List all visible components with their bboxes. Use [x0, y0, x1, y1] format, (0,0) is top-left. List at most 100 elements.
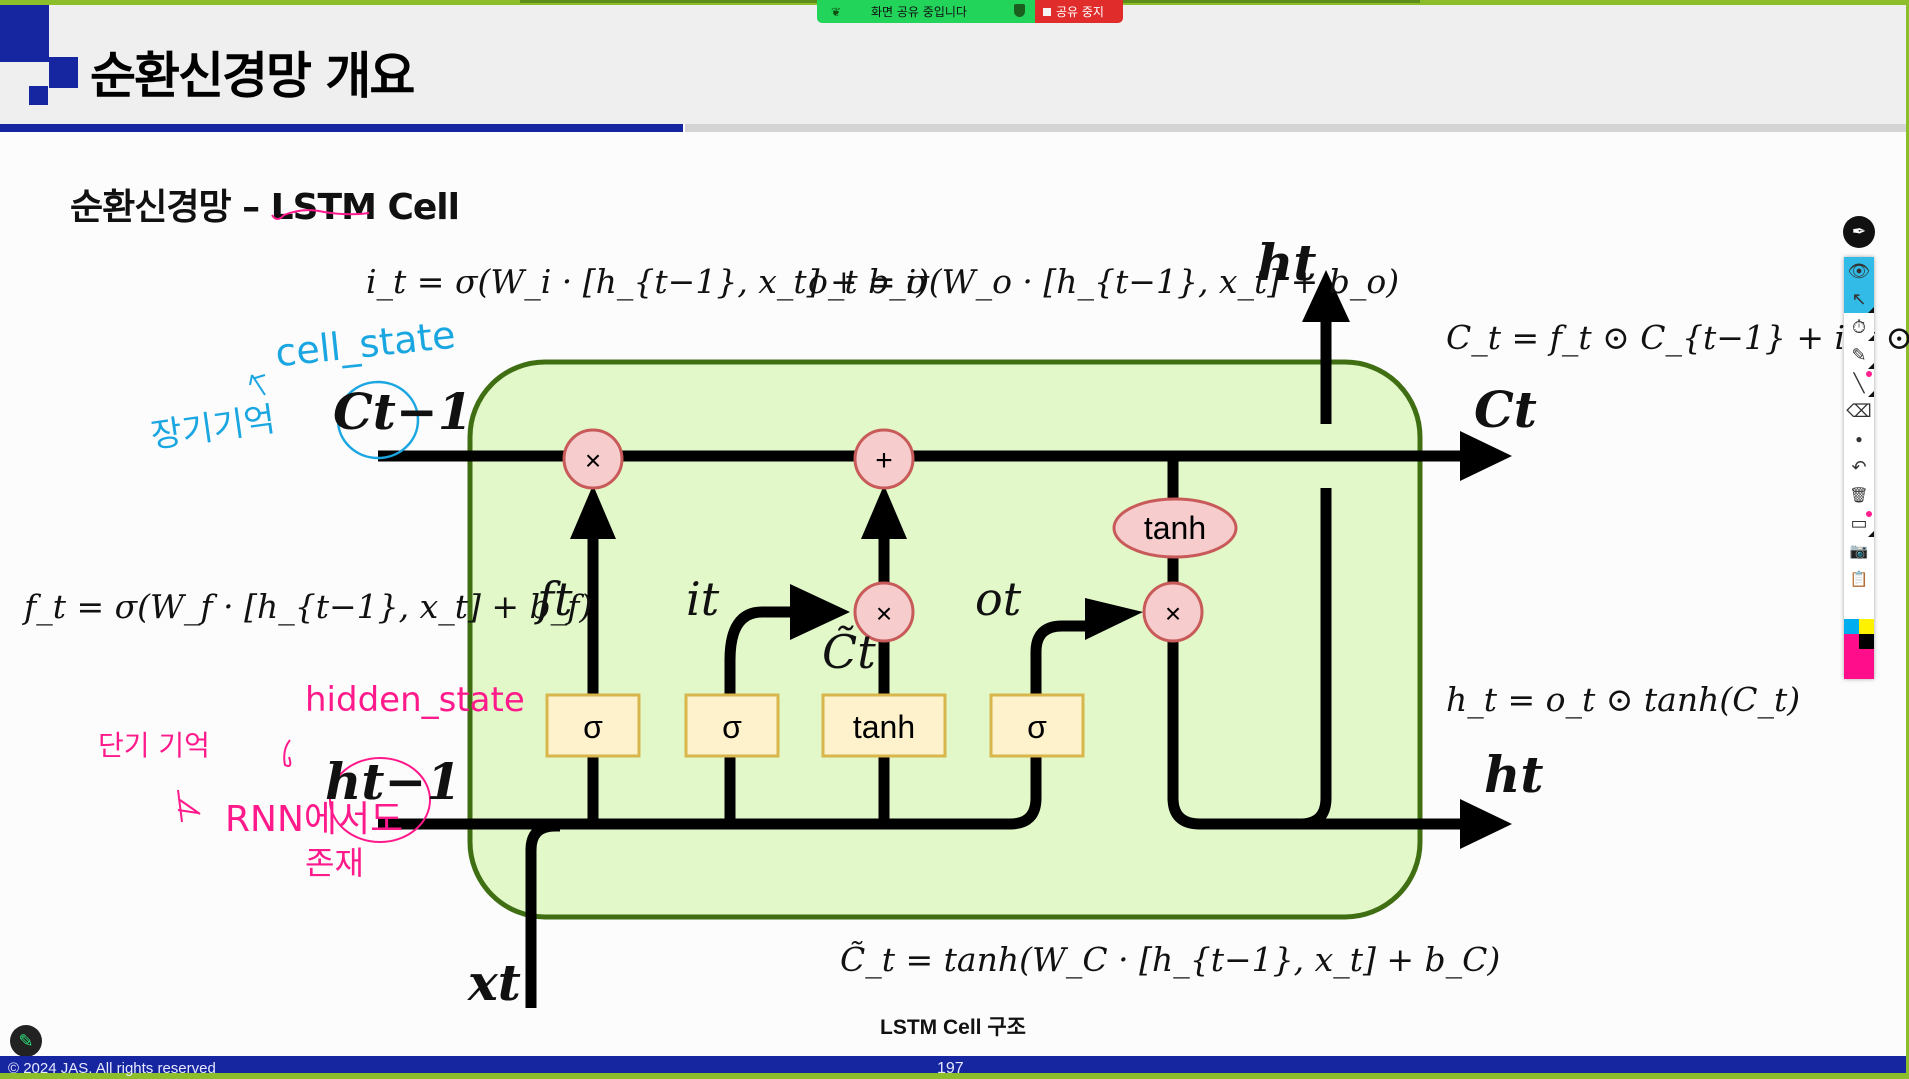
- camera-icon[interactable]: 📷: [1849, 543, 1869, 560]
- cursor-icon[interactable]: ↖: [1844, 285, 1874, 313]
- c-prev-label: Ct−1: [333, 382, 473, 441]
- cell-update-equation: C_t = f_t ⊙ C_{t−1} + i_t ⊙ C̃_t: [1446, 318, 1909, 357]
- trash-icon[interactable]: 🗑: [1849, 487, 1869, 504]
- logo-block: [29, 86, 48, 105]
- forget-arrowhead: [570, 485, 616, 539]
- tanh-op-label: tanh: [1144, 510, 1206, 546]
- output-gate-equation: o_t = σ(W_o · [h_{t−1}, x_t] + b_o): [808, 262, 1400, 301]
- i-t-label: it: [686, 572, 720, 626]
- candidate-equation: C̃_t = tanh(W_C · [h_{t−1}, x_t] + b_C): [840, 940, 1501, 979]
- dot-icon[interactable]: ●: [1855, 432, 1863, 446]
- slide-subtitle: 순환신경망 – LSTM Cell: [70, 187, 460, 228]
- eraser-icon[interactable]: ⌫: [1846, 400, 1872, 421]
- page-number: 197: [937, 1060, 964, 1077]
- highlighter-glyph: ✎: [1851, 344, 1867, 365]
- candidate-gate-label: tanh: [853, 709, 915, 745]
- undo-icon[interactable]: ↶: [1851, 456, 1867, 477]
- forget-mul-op: [562, 428, 624, 490]
- figure-caption: LSTM Cell 구조: [880, 1016, 1026, 1039]
- x-t-label: xt: [468, 953, 521, 1012]
- submenu-indicator: [1868, 531, 1874, 537]
- whiteboard-icon[interactable]: ▭: [1844, 509, 1874, 537]
- subtitle-underline-ink: [271, 209, 370, 220]
- slide-footer: [0, 1056, 1906, 1073]
- logo-block: [0, 5, 49, 62]
- o-t-label: ot: [975, 572, 1022, 626]
- copyright-text: © 2024 JAS. All rights reserved: [8, 1060, 216, 1077]
- c-tilde-label: C̃t: [822, 625, 876, 679]
- exists-note: 존재: [305, 844, 364, 882]
- edit-pencil-button[interactable]: ✎: [10, 1025, 42, 1057]
- input-arrowhead: [790, 584, 850, 640]
- forget-gate-equation: f_t = σ(W_f · [h_{t−1}, x_t] + b_f): [24, 587, 593, 626]
- cursor-glyph: ↖: [1851, 288, 1867, 309]
- board-glyph: ▭: [1850, 512, 1868, 533]
- cell-state-arrowhead: [1460, 431, 1512, 481]
- line-glyph: ╲: [1853, 372, 1865, 393]
- rnn-note: RNN에서도: [225, 799, 404, 840]
- hidden-arrow-ink: [283, 739, 292, 767]
- annotation-toolbar: 👁 ↖ ⏱ ✎ ╲ ⌫ ● ↶ 🗑 ▭ 📷 📋: [1844, 257, 1874, 679]
- screen-share-label: 화면 공유 중입니다: [871, 5, 967, 19]
- window-border: [1906, 0, 1909, 1079]
- submenu-indicator: [1868, 307, 1874, 313]
- leaf-icon: ❦: [831, 4, 842, 19]
- stop-share-button[interactable]: 공유 중지: [1035, 0, 1123, 23]
- hidden-output-line: [1167, 780, 1465, 830]
- slide-header: [0, 5, 1906, 124]
- color-palette: [1844, 619, 1874, 679]
- c-prev-circle-ink: [336, 380, 420, 460]
- forget-gate-box: [545, 693, 641, 758]
- rnn-arrow-ink: [177, 789, 201, 823]
- output-gate-box: [989, 693, 1085, 758]
- active-dot: [1866, 371, 1872, 377]
- eye-icon[interactable]: 👁: [1844, 257, 1874, 285]
- h-out-right-label: ht: [1484, 745, 1544, 804]
- logo-block: [49, 57, 78, 88]
- color-cyan[interactable]: [1844, 619, 1859, 634]
- tanh-op: [1112, 497, 1238, 559]
- c-out-label: Ct: [1474, 380, 1537, 439]
- input-path: [724, 606, 790, 824]
- screen-share-status: ❦ 화면 공유 중입니다: [817, 0, 1035, 23]
- submenu-indicator: [1868, 363, 1874, 369]
- cell-state-arrow-ink: [249, 374, 266, 396]
- h-out-top-label: ht: [1257, 233, 1317, 292]
- hidden-output-arrowhead: [1460, 799, 1512, 849]
- title-underline-blue: [0, 124, 683, 132]
- input-gate-label: σ: [722, 709, 742, 745]
- output-gate-label: σ: [1027, 709, 1047, 745]
- output-gate-arrowhead: [1085, 598, 1143, 640]
- highlighter-icon[interactable]: ✎: [1844, 341, 1874, 369]
- forget-gate-label: σ: [583, 709, 603, 745]
- line-icon[interactable]: ╲: [1844, 369, 1874, 397]
- color-black[interactable]: [1859, 634, 1874, 649]
- x-input-line: [525, 820, 560, 1008]
- h-prev-label: ht−1: [325, 752, 462, 811]
- stop-icon: [1043, 7, 1051, 16]
- add-op: [853, 428, 915, 490]
- submenu-indicator: [1868, 335, 1874, 341]
- submenu-indicator: [1868, 391, 1874, 397]
- color-yellow[interactable]: [1859, 619, 1874, 634]
- forget-mul-symbol: ×: [585, 445, 601, 476]
- footer-accent: [0, 1073, 1909, 1079]
- pen-logo-icon[interactable]: ✒: [1843, 216, 1875, 248]
- clipboard-icon[interactable]: 📋: [1849, 571, 1869, 588]
- input-gate-equation: i_t = σ(W_i · [h_{t−1}, x_t] + b_i): [366, 262, 930, 301]
- add-arrowhead: [861, 485, 907, 539]
- input-gate-box: [684, 693, 780, 758]
- stop-share-label: 공유 중지: [1056, 5, 1104, 19]
- hidden-up-arrowhead: [1302, 270, 1350, 322]
- hidden-state-note: hidden_state: [305, 680, 525, 720]
- shield-icon: [1014, 4, 1025, 17]
- timer-off-icon[interactable]: ⏱: [1844, 313, 1874, 341]
- timer-glyph: ⏱: [1851, 316, 1867, 337]
- title-underline-gray: [685, 124, 1906, 132]
- input-mul-symbol: ×: [876, 598, 892, 629]
- active-dot: [1866, 511, 1872, 517]
- h-prev-circle-ink: [329, 757, 431, 843]
- output-mul-op: [1142, 581, 1204, 643]
- output-mul-symbol: ×: [1165, 598, 1181, 629]
